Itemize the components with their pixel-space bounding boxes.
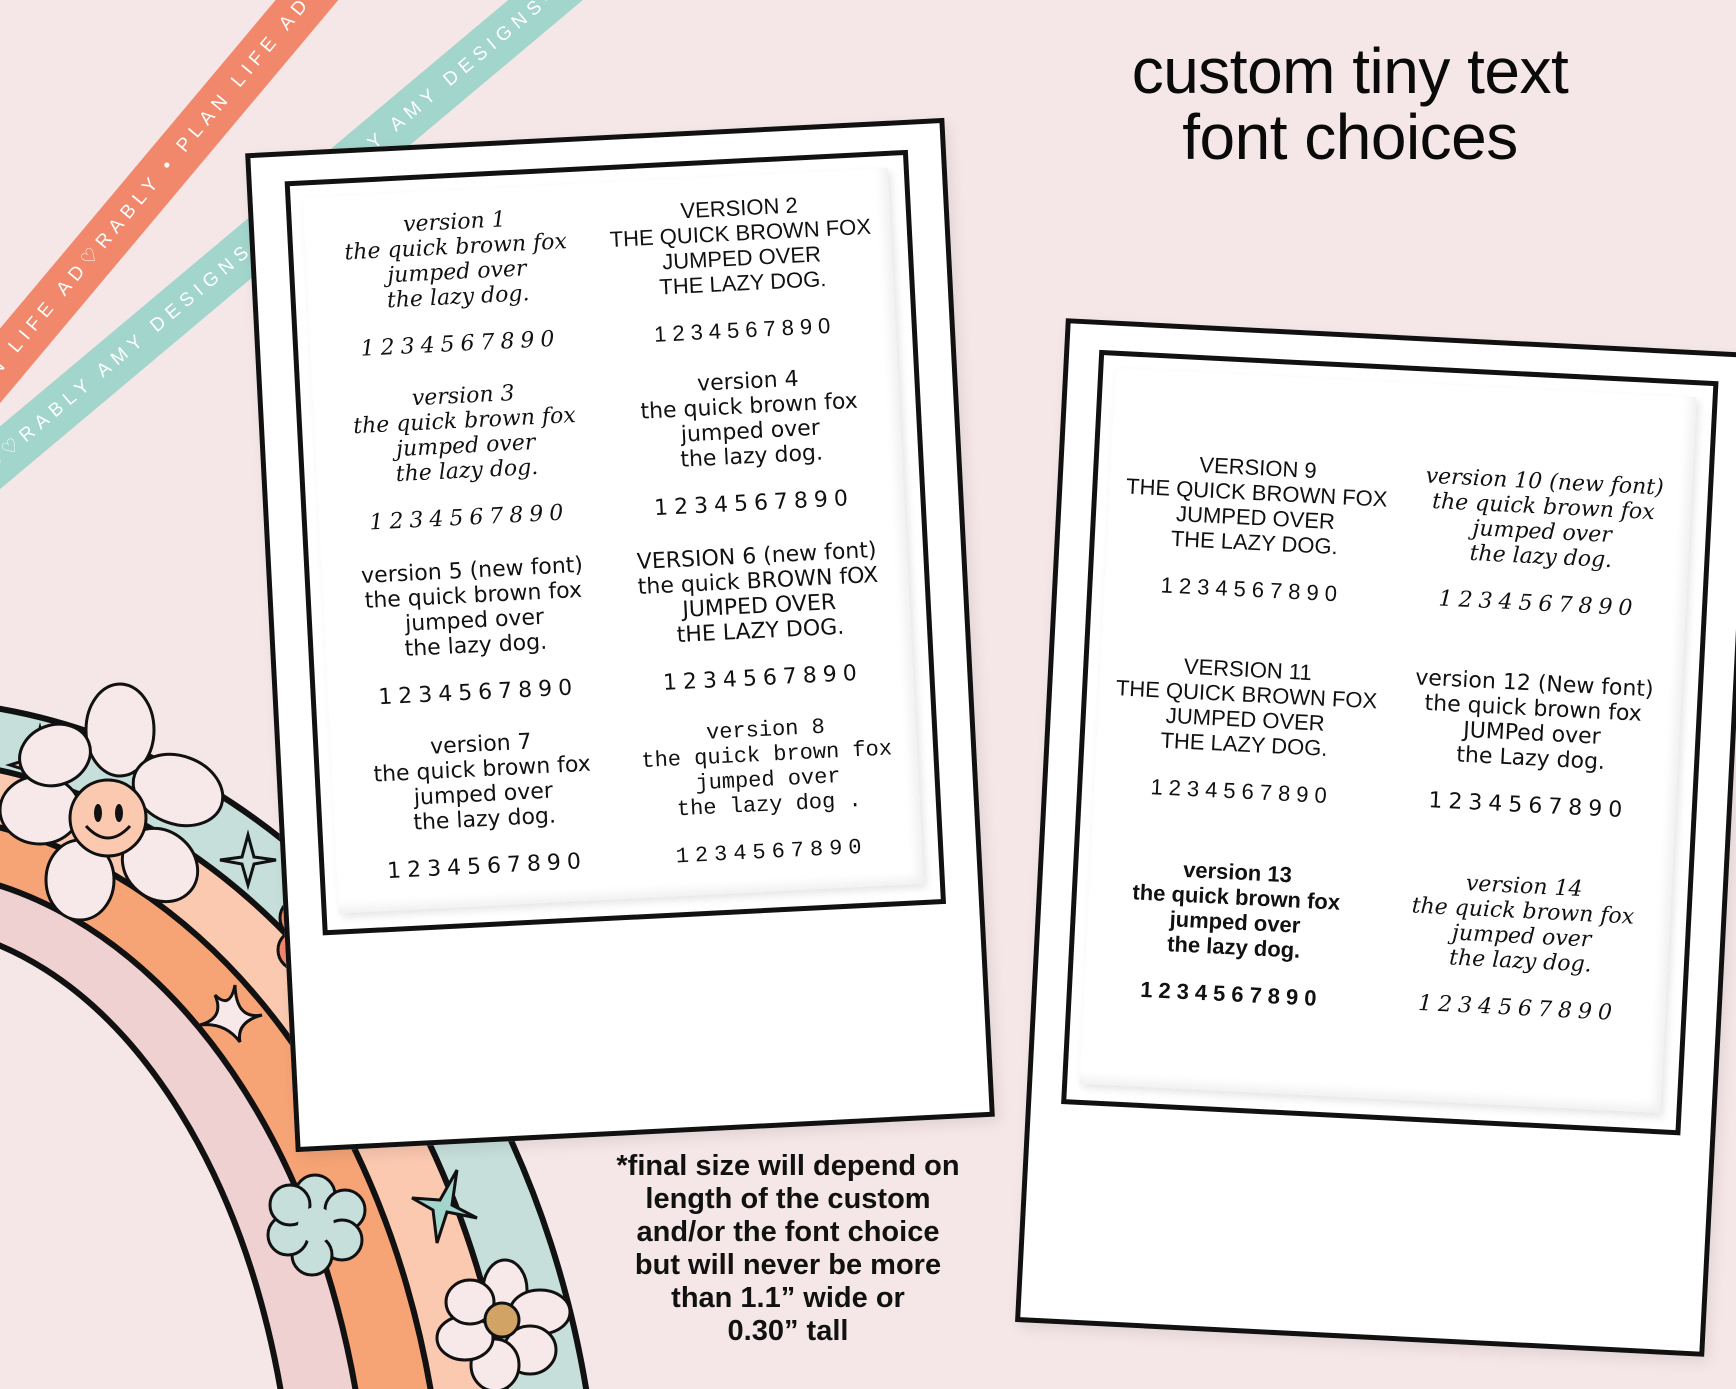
font-sample-numbers: 1234567890 xyxy=(1427,788,1629,824)
mint-flower-icon xyxy=(266,1173,367,1277)
font-sample: version 10 (new font)the quick brown fox… xyxy=(1392,462,1689,679)
font-sample-numbers: 1234567890 xyxy=(368,500,570,536)
note-line: but will never be more xyxy=(634,1249,942,1281)
font-sample-numbers: 1234567890 xyxy=(662,660,864,696)
font-sample-numbers: 1234567890 xyxy=(653,312,837,347)
note-line: than 1.1” wide or xyxy=(671,1282,905,1314)
font-sample: version 12 (New font)the quick brown fox… xyxy=(1382,664,1679,881)
note-line: 0.30” tall xyxy=(727,1315,849,1347)
font-sample-numbers: 1234567890 xyxy=(1139,976,1324,1011)
font-sample-numbers: 1234567890 xyxy=(1417,990,1619,1026)
font-sample-numbers: 1234567890 xyxy=(1438,586,1640,622)
font-sample-numbers: 1234567890 xyxy=(653,486,855,522)
font-sample-numbers: 1234567890 xyxy=(1149,774,1334,809)
font-sample-numbers: 1234567890 xyxy=(377,674,579,710)
font-sample-numbers: 1234567890 xyxy=(1160,572,1344,607)
page-title-line-1: custom tiny text xyxy=(1131,35,1569,107)
note-line: and/or the font choice xyxy=(636,1216,940,1248)
rainbow-inner xyxy=(0,942,284,1389)
page-title-line-2: font choices xyxy=(1182,101,1518,173)
font-sample-numbers: 1234567890 xyxy=(360,326,562,362)
note-line: length of the custom xyxy=(645,1183,931,1215)
note-line: *final size will depend on xyxy=(616,1150,960,1182)
star-icon xyxy=(411,1169,478,1244)
font-sample-text: version 10 (new font)the quick brown fox… xyxy=(1421,464,1664,576)
font-sample-text: version 12 (New font)the quick brown fox… xyxy=(1411,666,1654,778)
daisy-flower-icon xyxy=(435,1258,572,1389)
sparkle-icon xyxy=(219,829,277,891)
smiley-flower-icon xyxy=(0,682,225,922)
font-sample-numbers: 1234567890 xyxy=(386,848,588,884)
font-sample-numbers: 1234567890 xyxy=(675,834,869,870)
page-title: custom tiny text font choices xyxy=(1040,38,1660,170)
sparkle-icon xyxy=(199,984,263,1043)
